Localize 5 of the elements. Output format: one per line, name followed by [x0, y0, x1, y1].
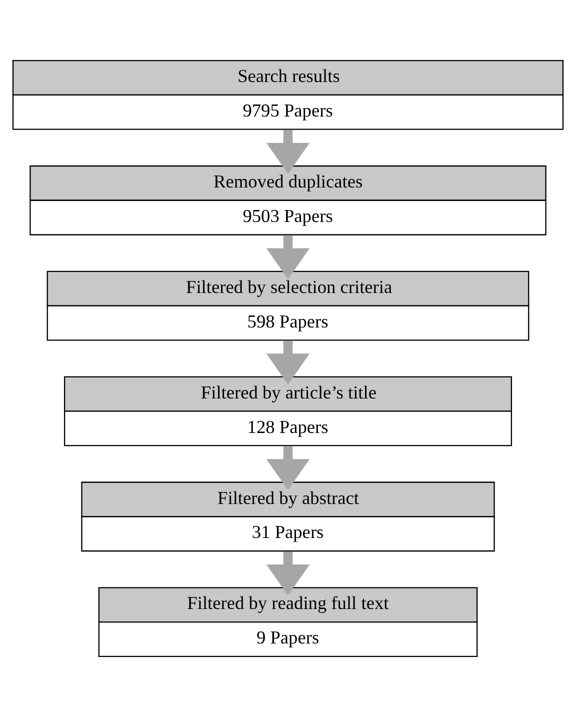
arrow	[266, 130, 310, 174]
arrow	[266, 552, 310, 596]
arrow	[266, 235, 310, 280]
arrow	[266, 446, 310, 490]
arrow	[266, 340, 310, 385]
